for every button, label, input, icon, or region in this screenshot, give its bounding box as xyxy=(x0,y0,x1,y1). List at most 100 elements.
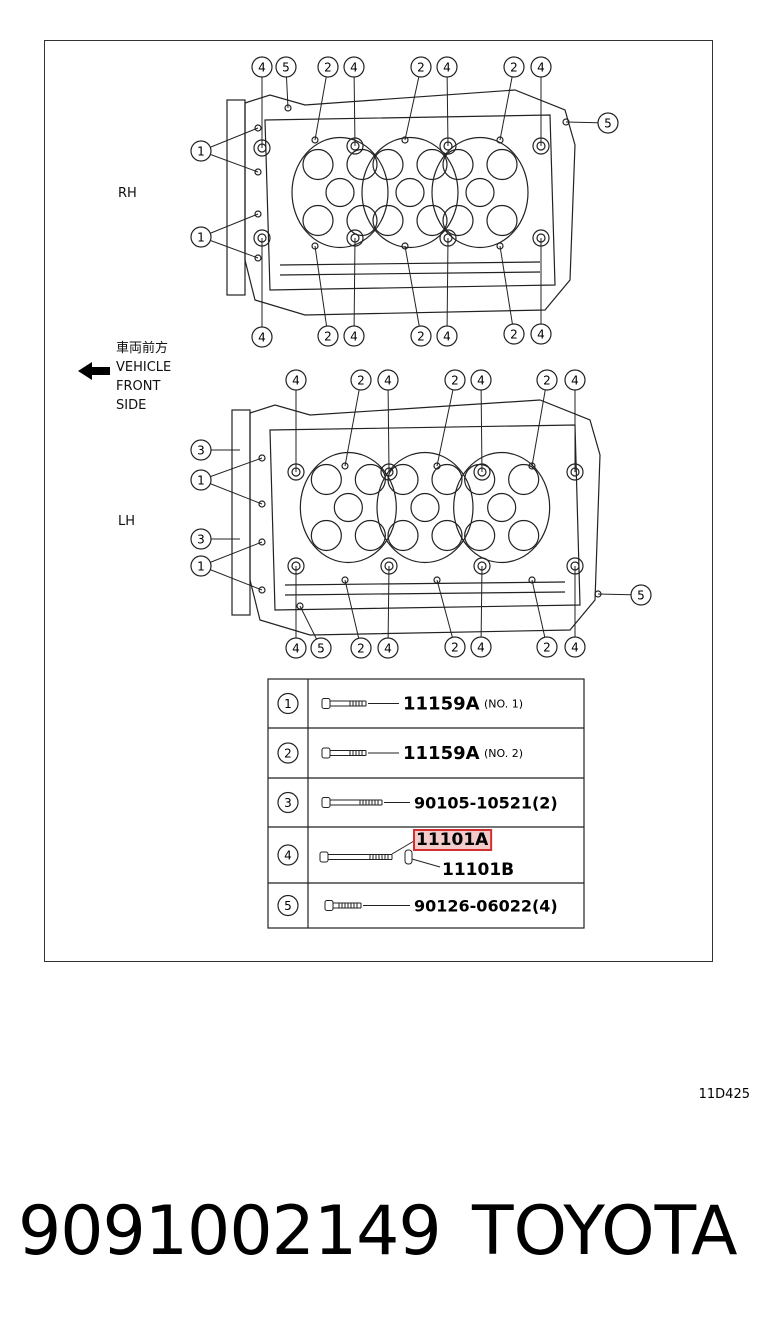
callout-4: 4 xyxy=(470,636,492,658)
rh-label: RH xyxy=(118,186,137,201)
callout-number: 2 xyxy=(451,374,459,388)
legend-part-number: 11159A xyxy=(403,694,480,715)
bolt-icon xyxy=(321,797,383,808)
valve-port xyxy=(302,148,334,181)
callout-number: 1 xyxy=(197,560,205,574)
callout-circle xyxy=(190,140,212,162)
highlight-box xyxy=(413,829,493,851)
callout-1: 1 xyxy=(190,140,212,162)
callout-circle xyxy=(377,369,399,391)
leader-line xyxy=(499,245,515,335)
callout-number: 2 xyxy=(324,61,332,75)
small-bolt-hole xyxy=(528,576,536,584)
combustion-chamber xyxy=(299,451,397,564)
callout-circle xyxy=(564,636,586,658)
leader-line xyxy=(200,541,263,567)
legend-row-number: 1 xyxy=(284,697,292,711)
leader-line xyxy=(480,379,483,473)
callout-circle xyxy=(410,56,432,78)
callout-circle xyxy=(350,637,372,659)
callout-number: 2 xyxy=(357,374,365,388)
callout-number: 1 xyxy=(197,145,205,159)
leader-line xyxy=(387,379,390,473)
washer-icon xyxy=(404,849,413,865)
head-outline xyxy=(249,399,601,636)
callout-number: 2 xyxy=(510,61,518,75)
callout-number: 4 xyxy=(292,374,300,388)
callout-5: 5 xyxy=(275,56,297,78)
legend-leader xyxy=(411,858,441,868)
callout-number: 4 xyxy=(571,374,579,388)
callout-circle xyxy=(530,323,552,345)
leader-line xyxy=(314,66,329,141)
valve-port xyxy=(442,204,474,237)
callout-circle xyxy=(285,369,307,391)
leader-line xyxy=(200,457,263,481)
head-outline xyxy=(244,89,576,316)
callout-circle xyxy=(530,56,552,78)
small-bolt-hole xyxy=(254,168,262,176)
callout-5: 5 xyxy=(630,584,652,606)
callout-number: 2 xyxy=(451,641,459,655)
callout-3: 3 xyxy=(190,528,212,550)
valve-port xyxy=(310,519,342,552)
leader-line xyxy=(200,565,263,591)
callout-number: 2 xyxy=(324,330,332,344)
callout-4: 4 xyxy=(436,56,458,78)
callout-number: 4 xyxy=(443,61,451,75)
leader-line xyxy=(404,66,422,141)
valve-port xyxy=(354,519,386,552)
valve-port xyxy=(442,148,474,181)
callout-leader-lines xyxy=(200,66,642,649)
small-bolt-hole xyxy=(433,576,441,584)
footer-part-number: 9091002149 xyxy=(18,1192,442,1271)
callout-4: 4 xyxy=(564,636,586,658)
legend-row-marker xyxy=(277,844,299,866)
callout-2: 2 xyxy=(503,323,525,345)
leader-line xyxy=(344,579,362,649)
legend-row-marker xyxy=(277,692,299,715)
callout-1: 1 xyxy=(190,469,212,491)
callout-number: 4 xyxy=(258,61,266,75)
small-bolt-hole xyxy=(258,454,266,462)
callout-circle xyxy=(343,325,365,347)
leader-line xyxy=(404,245,422,337)
valve-port xyxy=(486,204,518,237)
valve-port xyxy=(387,519,419,552)
callout-circle xyxy=(317,325,339,347)
callout-circle xyxy=(536,636,558,658)
callout-1: 1 xyxy=(190,226,212,248)
small-bolt-hole xyxy=(528,462,536,470)
front-arrow-icon xyxy=(78,362,110,380)
callout-2: 2 xyxy=(536,636,558,658)
callout-circle xyxy=(444,369,466,391)
leader-line xyxy=(200,479,263,505)
callout-circle xyxy=(310,637,332,659)
callout-number: 4 xyxy=(350,330,358,344)
callout-2: 2 xyxy=(317,325,339,347)
callout-2: 2 xyxy=(410,325,432,347)
legend-part-number: 90126-06022(4) xyxy=(414,897,558,916)
callout-circle xyxy=(251,326,273,348)
spark-plug-port xyxy=(333,492,363,523)
callout-number: 4 xyxy=(571,641,579,655)
small-bolt-hole xyxy=(401,242,409,250)
spark-plug-port xyxy=(410,492,440,523)
callout-1: 1 xyxy=(190,555,212,577)
leader-line xyxy=(353,237,356,337)
valve-port xyxy=(431,519,463,552)
callout-circle xyxy=(444,636,466,658)
callout-number: 5 xyxy=(282,61,290,75)
small-bolt-hole xyxy=(401,136,409,144)
callout-circle xyxy=(350,369,372,391)
bolt-head xyxy=(319,851,329,863)
callout-circle xyxy=(470,636,492,658)
callout-number: 3 xyxy=(197,533,205,547)
callout-3: 3 xyxy=(190,439,212,461)
valve-port xyxy=(416,204,448,237)
legend-part-number: 11101B xyxy=(442,860,514,880)
